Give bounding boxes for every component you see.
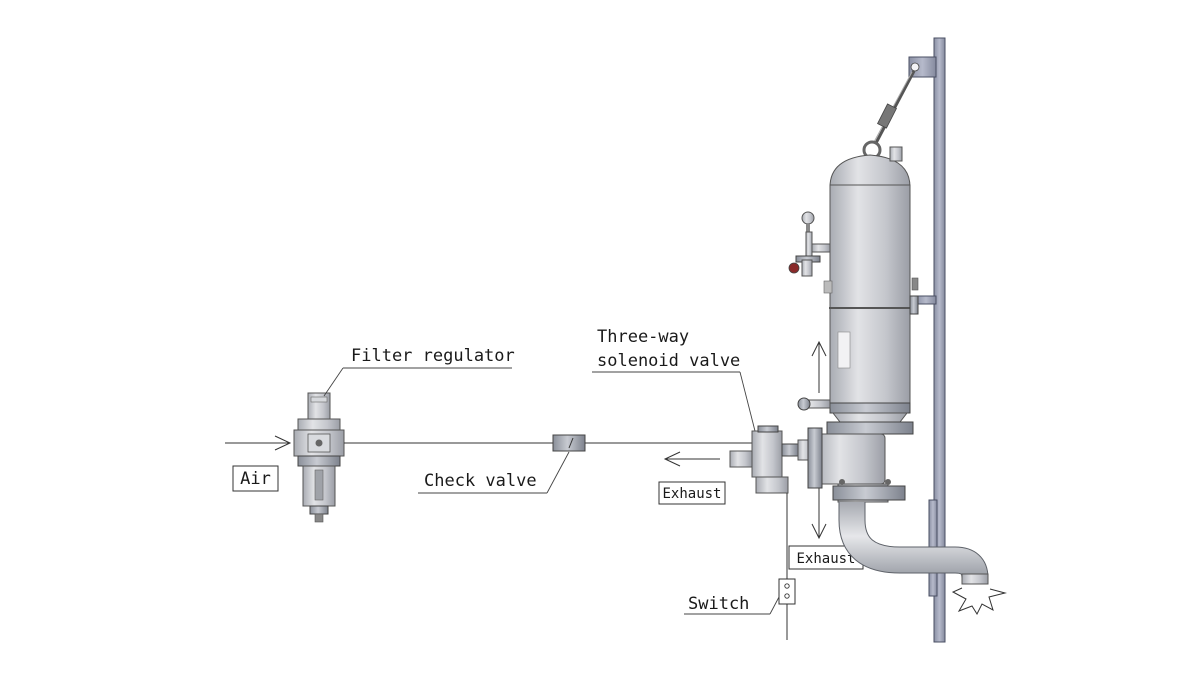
support-rod	[862, 70, 916, 160]
three-way-label-line2: solenoid valve	[597, 351, 740, 371]
filter-regulator	[293, 392, 345, 523]
exhaust-label-1: Exhaust	[662, 486, 721, 502]
check-valve-label: Check valve	[424, 471, 537, 491]
exhaust-arrow-down	[811, 484, 827, 540]
switch-label: Switch	[688, 594, 749, 614]
blaster-valve	[797, 397, 914, 503]
air-label: Air	[240, 469, 271, 489]
air-tank	[823, 146, 919, 423]
three-way-label-line1: Three-way	[597, 327, 689, 347]
air-label-box: Air	[232, 465, 279, 492]
exhaust-arrow-left	[663, 451, 720, 467]
check-valve	[552, 434, 586, 452]
exhaust-label-box-2: Exhaust	[788, 545, 864, 570]
discharge-burst-icon	[951, 587, 1007, 616]
discharge-pipe	[838, 502, 989, 585]
exhaust-label-box-1: Exhaust	[658, 481, 726, 505]
air-flow-up-arrow	[811, 340, 827, 393]
switch	[778, 578, 796, 605]
pressure-gauge	[788, 211, 831, 277]
filter-regulator-leader	[323, 367, 512, 397]
three-way-leader	[592, 371, 756, 432]
exhaust-label-2: Exhaust	[796, 551, 855, 567]
three-way-solenoid-valve	[729, 425, 813, 494]
check-valve-leader	[418, 451, 570, 494]
filter-regulator-label: Filter regulator	[351, 346, 515, 366]
air-inlet-arrow	[225, 435, 292, 451]
